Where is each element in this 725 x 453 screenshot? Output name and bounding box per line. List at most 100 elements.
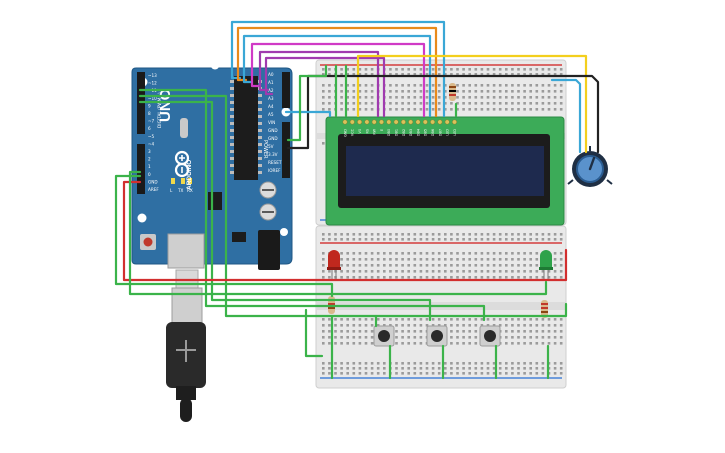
- breadboard-hole: [346, 90, 349, 93]
- breadboard-hole: [456, 68, 459, 71]
- breadboard-hole: [462, 233, 465, 236]
- lcd-pin-label: LED: [446, 129, 450, 136]
- breadboard-hole: [456, 96, 459, 99]
- breadboard-hole: [376, 258, 380, 261]
- breadboard-hole: [547, 84, 551, 87]
- wire-purple: [264, 56, 386, 118]
- breadboard-hole: [474, 84, 478, 87]
- breadboard-hole: [389, 73, 392, 76]
- lcd-pin: [415, 119, 421, 125]
- push-button-icon[interactable]: [373, 325, 395, 347]
- breadboard-hole: [376, 362, 380, 365]
- breadboard-hole: [523, 324, 526, 327]
- breadboard-hole: [370, 324, 374, 327]
- breadboard-hole: [450, 367, 453, 370]
- wire-green: [138, 88, 486, 322]
- breadboard-hole: [346, 233, 349, 236]
- breadboard-hole: [383, 233, 386, 236]
- breadboard-hole: [370, 252, 374, 255]
- wire-green: [286, 64, 328, 142]
- breadboard-hole: [468, 258, 471, 261]
- breadboard-hole: [468, 84, 471, 87]
- potentiometer-knob-icon[interactable]: [567, 146, 613, 187]
- breadboard-hole: [401, 330, 404, 333]
- pin-label: 5V: [268, 144, 274, 149]
- breadboard-hole: [419, 84, 423, 87]
- breadboard-hole: [352, 90, 356, 93]
- breadboard-hole: [346, 258, 349, 261]
- breadboard-hole: [413, 108, 417, 111]
- breadboard-hole: [541, 96, 545, 99]
- push-button-icon[interactable]: [426, 325, 448, 347]
- breadboard-hole: [395, 324, 398, 327]
- led-red-icon[interactable]: [327, 250, 341, 279]
- breadboard-hole: [505, 108, 508, 111]
- breadboard-hole: [456, 73, 459, 76]
- breadboard-hole: [376, 276, 380, 279]
- breadboard-hole: [431, 108, 435, 111]
- breadboard-hole: [358, 330, 362, 333]
- breadboard-hole: [425, 318, 429, 321]
- breadboard-hole: [328, 96, 331, 99]
- breadboard-hole: [505, 264, 508, 267]
- breadboard-hole: [352, 258, 356, 261]
- breadboard-hole: [376, 324, 380, 327]
- tx-led: [181, 178, 185, 184]
- breadboard-hole: [468, 90, 471, 93]
- breadboard-hole: [334, 324, 337, 327]
- led-green-icon[interactable]: [539, 250, 553, 279]
- breadboard-hole: [419, 276, 423, 279]
- breadboard-hole: [456, 258, 459, 261]
- breadboard-hole: [419, 372, 423, 375]
- breadboard-hole: [364, 102, 368, 105]
- breadboard-hole: [486, 362, 490, 365]
- breadboard-hole: [407, 276, 410, 279]
- breadboard-hole: [419, 73, 423, 76]
- breadboard-hole: [431, 252, 435, 255]
- breadboard-hole: [389, 258, 392, 261]
- resistor-icon[interactable]: [541, 300, 548, 318]
- lcd-pin: [371, 119, 377, 125]
- breadboard-hole: [541, 342, 545, 345]
- breadboard-hole: [462, 84, 465, 87]
- breadboard-hole: [511, 68, 514, 71]
- breadboard-hole: [352, 318, 356, 321]
- breadboard-hole: [322, 258, 325, 261]
- breadboard-hole: [383, 372, 386, 375]
- breadboard-hole: [529, 73, 532, 76]
- breadboard-hole: [553, 73, 557, 76]
- pin-label: GND: [268, 136, 278, 141]
- breadboard-hole: [553, 258, 557, 261]
- breadboard-hole: [340, 238, 343, 241]
- breadboard-hole: [401, 336, 404, 339]
- lcd-pin-label: DB6: [431, 129, 435, 136]
- resistor-icon[interactable]: [449, 83, 456, 101]
- breadboard-hole: [529, 270, 532, 273]
- breadboard-hole: [535, 372, 539, 375]
- push-button-icon[interactable]: [479, 325, 501, 347]
- breadboard-hole: [370, 84, 374, 87]
- breadboard-hole: [559, 84, 563, 87]
- breadboard-hole: [419, 102, 423, 105]
- pin-label: ~12: [148, 81, 157, 86]
- breadboard-hole: [468, 238, 471, 241]
- breadboard-hole: [370, 73, 374, 76]
- breadboard-hole: [425, 102, 429, 105]
- breadboard-hole: [383, 362, 386, 365]
- breadboard-hole: [322, 318, 325, 321]
- breadboard-hole: [401, 270, 404, 273]
- breadboard-hole: [480, 108, 484, 111]
- breadboard-hole: [492, 264, 496, 267]
- breadboard-hole: [358, 68, 362, 71]
- breadboard-hole: [511, 108, 514, 111]
- breadboard-hole: [450, 324, 453, 327]
- breadboard-hole: [437, 238, 441, 241]
- breadboard-hole: [419, 108, 423, 111]
- breadboard-hole: [450, 330, 453, 333]
- chip-leg: [230, 143, 234, 146]
- breadboard-hole: [462, 96, 465, 99]
- breadboard-hole: [492, 318, 496, 321]
- breadboard-hole: [547, 90, 551, 93]
- breadboard-hole: [535, 68, 539, 71]
